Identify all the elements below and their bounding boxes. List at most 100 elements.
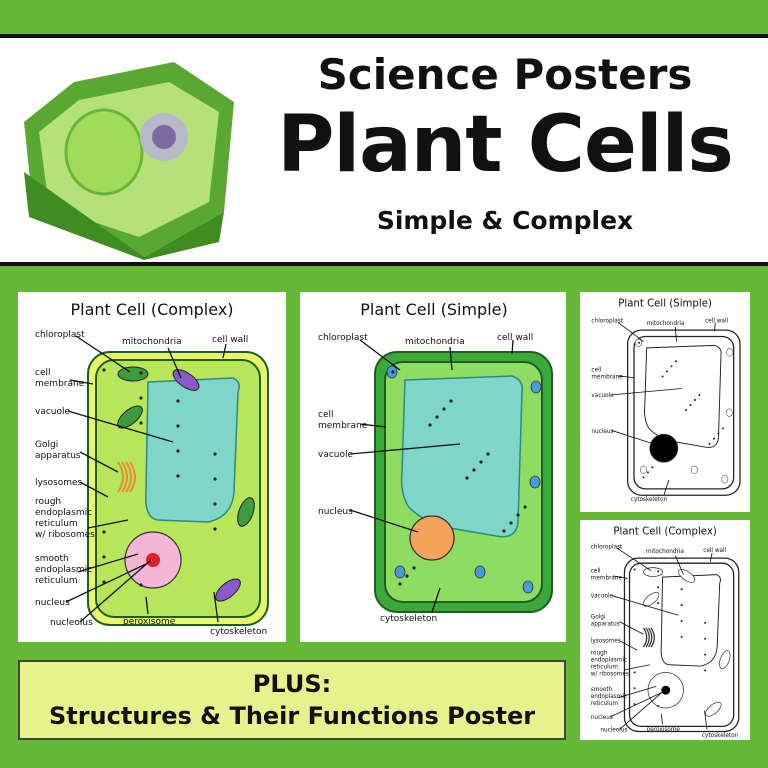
chloroplast [529,475,541,489]
label-nucleus: nucleus [35,598,70,608]
leader-line [617,685,657,699]
label-rough: rough endoplasmic reticulum w/ ribosomes [35,497,95,540]
cytoplasm-dot [139,421,143,425]
leader-line [660,713,663,725]
cytoplasm-dot [657,705,660,708]
leader-line [167,347,182,379]
label-vacuole: vacuole [591,392,614,399]
cytoplasm-dot [465,476,469,480]
cell-diagram [349,339,553,613]
label-nucleolus: nucleolus [600,727,628,734]
label-nucleolus: nucleolus [50,618,93,628]
leader-line [663,479,670,496]
label-cell: cell membrane [590,568,623,582]
leader-line [69,379,94,385]
organelle [237,497,255,527]
vacuole [660,574,721,667]
cytoplasm-dot [674,360,677,363]
label-cytoskeleton: cytoskeleton [380,614,438,624]
leader-line [709,552,713,562]
cell-diagram [611,322,741,496]
cytoplasm-dot [213,502,217,506]
organelle [719,650,731,670]
label-cytoskeleton: cytoskeleton [210,627,268,637]
label-smooth: smooth endoplasmic reticulum [590,686,628,707]
golgi-apparatus [645,627,650,648]
golgi-apparatus [129,461,136,493]
nucleolus [146,553,160,567]
label-chloroplast: chloroplast [590,544,623,551]
label-rough: rough endoplasmic reticulum w/ ribosomes [590,650,629,678]
label-cell: cell membrane [591,366,623,381]
cytoplasm-dot [398,582,402,586]
label-peroxisome: peroxisome [123,617,176,627]
label-chloroplast: chloroplast [591,318,623,325]
cytoplasm-dot [102,368,106,372]
leader-line [619,621,644,635]
organelle [215,578,241,602]
poster-title: Plant Cell (Complex) [613,525,717,538]
cytoplasm-dot [693,398,696,401]
leader-line [349,443,461,455]
cytoplasm-dot [139,583,143,587]
cytoplasm-dot [657,586,660,589]
leader-line [610,692,662,718]
poster-title: Plant Cell (Simple) [618,297,712,310]
cytoplasm-dot [638,341,641,344]
label-vacuole: vacuole [35,407,71,417]
label-chloroplast: chloroplast [35,330,85,340]
title-plant-cells: Plant Cells [277,100,734,190]
cytoplasm-dot [685,409,688,412]
label-cytoskeleton: cytoskeleton [701,732,739,740]
cytoplasm-dot [213,452,217,456]
leader-line [674,555,684,575]
vacuole [644,344,722,448]
label-lysosomes: lysosomes [590,638,621,645]
nucleus [409,515,455,561]
cytoplasm-dot [712,437,716,440]
label-lysosomes: lysosomes [35,478,83,488]
vacuole [145,377,240,523]
poster-title: Plant Cell (Complex) [70,300,234,319]
cytoplasm-dot [704,637,707,640]
leader-line [674,326,677,342]
cytoplasm-dot [486,452,490,456]
leader-line [511,339,514,355]
organelle [642,592,660,607]
cytoplasm-dot [633,671,636,674]
leader-line [79,481,109,498]
label-vacuole: vacuole [590,593,614,600]
nucleus [649,433,679,463]
cytoplasm-dot [670,365,673,368]
golgi-apparatus [125,461,132,493]
cytoplasm-dot [708,442,711,445]
label-cell-wall: cell wall [212,335,249,345]
cytoplasm-dot [442,407,446,411]
leader-line [617,322,644,342]
cytoplasm-dot [176,424,180,428]
cytoplasm-dot [523,505,527,509]
label-nucleus: nucleus [318,507,353,517]
label-cell: cell membrane [35,368,85,389]
leader-line [616,547,652,572]
cytoplasm-dot [502,529,506,533]
label-cell-wall: cell wall [703,547,727,554]
cytoplasm-dot [509,521,513,525]
leader-line [87,519,129,529]
cytoplasm-dot [657,570,660,573]
leader-line [612,575,628,579]
cytoplasm-dot [176,474,180,478]
cytoplasm-dot [435,415,439,419]
cytoplasm-dot [102,555,106,559]
chloroplast [522,580,534,594]
cytoplasm-dot [642,476,645,479]
label-mitochondria: mitochondria [646,548,684,555]
leader-line [449,346,453,371]
cytoplasm-dot [412,566,416,570]
cytoplasm-dot [102,530,106,534]
cell-diagram [610,547,740,733]
nucleolus [661,685,671,695]
leader-line [431,587,441,613]
leader-line [714,322,716,332]
